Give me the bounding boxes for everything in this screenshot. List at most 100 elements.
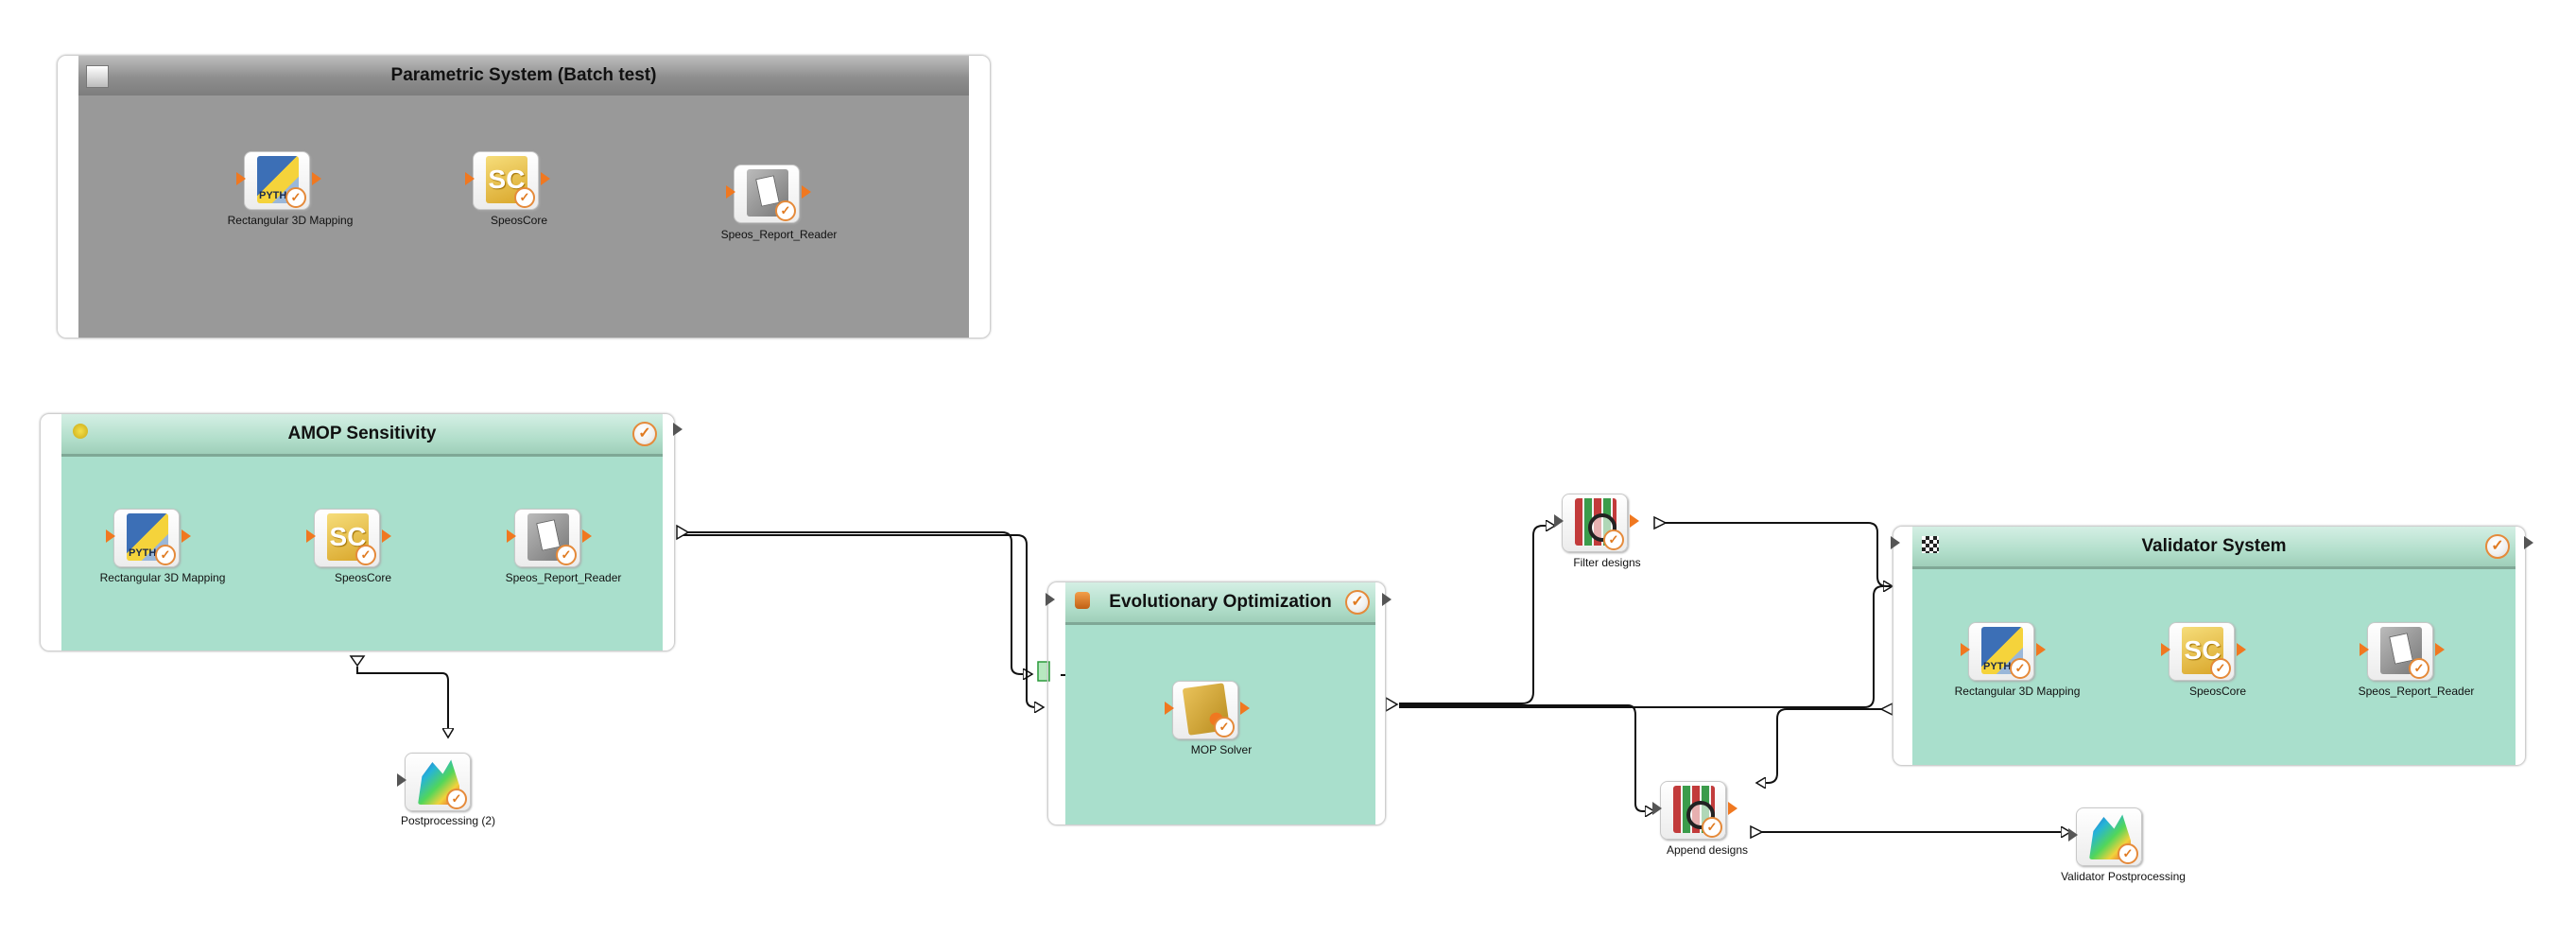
evo-input-arrow-icon[interactable] [1046,593,1055,606]
node-input-port[interactable] [507,529,516,543]
node-check-icon: ✓ [285,187,306,208]
parametric-system-header[interactable]: Parametric System (Batch test) [78,56,969,95]
node-check-icon: ✓ [2010,658,2031,679]
param-speos-label: SpeosCore [490,214,548,227]
node-check-icon: ✓ [556,545,577,565]
validator-status-check-icon: ✓ [2485,534,2510,559]
amop-mapping-node[interactable]: PYTH ✓ [106,509,191,567]
amop-report-node[interactable]: ✓ [507,509,592,567]
amop-speos-node[interactable]: SC ✓ [306,509,391,567]
port-append-out[interactable] [1750,824,1764,840]
validator-postprocessing-node[interactable]: ✓ [2068,807,2142,866]
append-designs-node[interactable]: ✓ [1652,781,1738,840]
node-check-icon: ✓ [2118,843,2138,864]
node-check-icon: ✓ [775,200,796,221]
node-input-port[interactable] [1961,643,1970,656]
port-amop-bottom[interactable] [349,655,366,668]
filter-designs-node[interactable]: ✓ [1554,494,1639,552]
node-output-port[interactable] [2435,643,2445,656]
evo-input-connector[interactable] [1037,661,1050,682]
validator-system-title: Validator System [2141,536,2287,556]
node-output-port[interactable] [541,172,550,185]
amop-system-title: AMOP Sensitivity [287,424,437,443]
node-input-port[interactable] [2161,643,2170,656]
node-check-icon: ✓ [2210,658,2231,679]
node-output-port[interactable] [802,185,811,199]
param-mapping-node[interactable]: PYTH ✓ [236,151,321,210]
evolutionary-icon [1075,592,1090,609]
wire-validator-append [1756,708,1885,783]
node-input-port[interactable] [726,185,735,199]
amop-output-arrow-icon[interactable] [673,423,683,436]
node-input-port[interactable] [236,172,246,185]
node-output-port[interactable] [2237,643,2246,656]
val-report-node[interactable]: ✓ [2360,622,2445,681]
evo-system-title: Evolutionary Optimization [1109,592,1332,612]
batch-system-icon [86,65,109,88]
node-input-port[interactable] [1165,702,1174,715]
node-output-port[interactable] [2036,643,2046,656]
amop-mapping-label: Rectangular 3D Mapping [99,571,226,584]
wire-amop-evo-2 [681,534,1044,707]
param-speos-node[interactable]: SC ✓ [465,151,550,210]
validator-output-arrow-icon[interactable] [2524,536,2533,549]
param-mapping-label: Rectangular 3D Mapping [227,214,354,227]
port-val-left-in[interactable] [1879,702,1893,717]
mop-solver-label: MOP Solver [1190,743,1253,756]
port-amop-out[interactable] [676,524,690,541]
evo-output-arrow-icon[interactable] [1382,593,1392,606]
node-input-port[interactable] [1652,802,1662,815]
checkered-flag-icon [1922,536,1939,553]
mop-solver-node[interactable]: ✓ [1165,681,1250,739]
port-filter-out[interactable] [1653,515,1668,530]
postprocessing-2-node[interactable]: ✓ [397,753,471,811]
append-designs-label: Append designs [1666,843,1749,857]
node-output-port[interactable] [382,529,391,543]
node-check-icon: ✓ [446,789,467,809]
val-report-label: Speos_Report_Reader [2358,685,2475,698]
node-output-port[interactable] [582,529,592,543]
filter-designs-label: Filter designs [1573,556,1641,569]
param-report-node[interactable]: ✓ [726,165,811,223]
validator-postprocessing-label: Validator Postprocessing [2061,870,2186,883]
wire-amop-post [356,667,448,737]
node-check-icon: ✓ [2409,658,2429,679]
node-output-port[interactable] [182,529,191,543]
node-check-icon: ✓ [1214,717,1235,737]
val-speos-node[interactable]: SC ✓ [2161,622,2246,681]
python-badge: PYTH [129,547,157,559]
validator-input-arrow-icon[interactable] [1891,536,1900,549]
node-check-icon: ✓ [1603,529,1624,550]
val-mapping-node[interactable]: PYTH ✓ [1961,622,2046,681]
param-report-label: Speos_Report_Reader [720,228,838,241]
node-input-port[interactable] [465,172,475,185]
node-input-port[interactable] [397,773,406,787]
evolutionary-optimization-system[interactable]: Evolutionary Optimization ✓ [1047,581,1386,825]
node-output-port[interactable] [1728,802,1738,815]
node-input-port[interactable] [2360,643,2369,656]
node-input-port[interactable] [106,529,115,543]
amop-status-check-icon: ✓ [632,422,657,446]
val-speos-label: SpeosCore [2188,685,2247,698]
node-input-port[interactable] [1554,514,1564,528]
parametric-system-body [78,95,969,338]
evo-system-header[interactable]: Evolutionary Optimization [1065,582,1375,625]
node-output-port[interactable] [1240,702,1250,715]
node-output-port[interactable] [1630,514,1639,528]
node-output-port[interactable] [312,172,321,185]
node-input-port[interactable] [2068,828,2078,842]
node-check-icon: ✓ [155,545,176,565]
wire-filter-validator [1664,522,1893,587]
amop-speos-label: SpeosCore [334,571,392,584]
parametric-system[interactable]: Parametric System (Batch test) [57,55,991,338]
validator-system-header[interactable]: Validator System [1912,527,2515,569]
node-check-icon: ✓ [1702,817,1722,838]
port-evo-out[interactable] [1385,696,1399,713]
amop-system-header[interactable]: AMOP Sensitivity [61,414,663,457]
python-badge: PYTH [259,190,287,201]
python-badge: PYTH [1983,661,2012,672]
amop-report-label: Speos_Report_Reader [505,571,622,584]
parametric-system-title: Parametric System (Batch test) [390,65,657,85]
node-input-port[interactable] [306,529,316,543]
evo-status-check-icon: ✓ [1345,590,1370,615]
